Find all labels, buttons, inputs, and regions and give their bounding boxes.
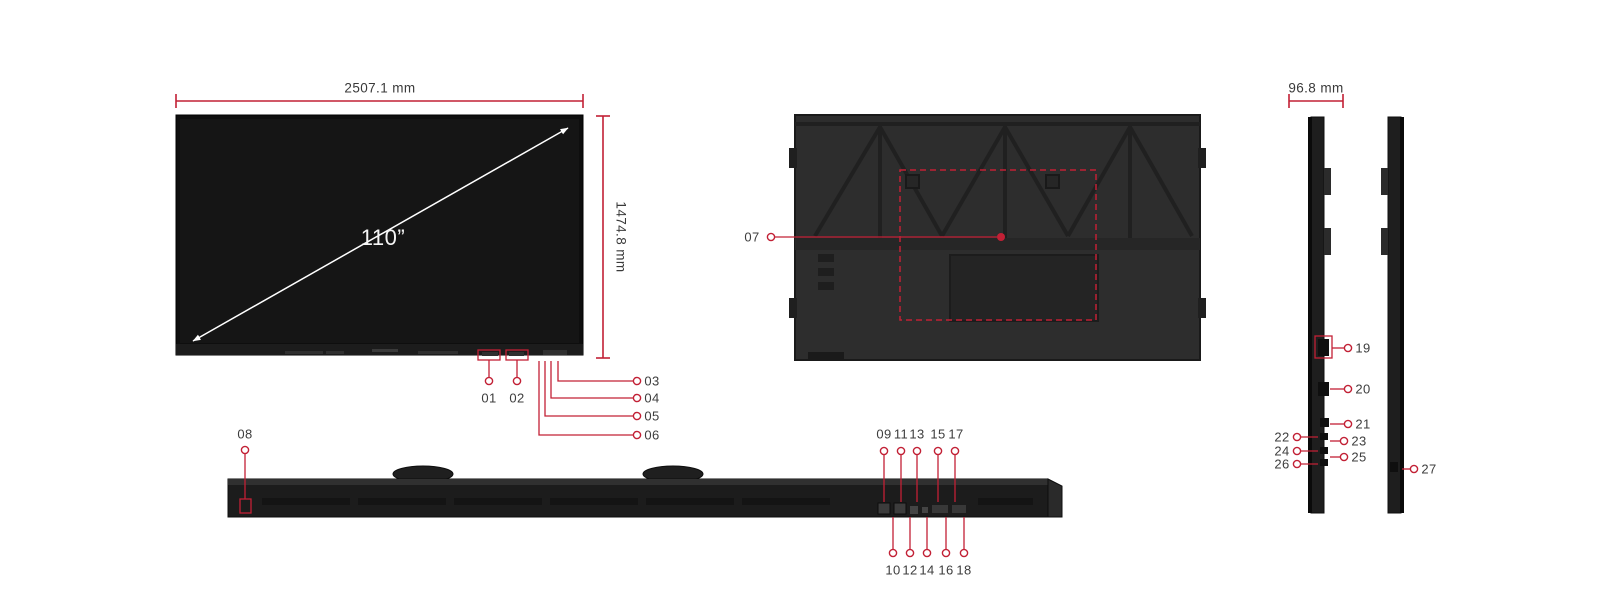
callout-label-05: 05 (644, 408, 660, 424)
callout-label-15: 15 (930, 426, 946, 442)
callout-label-16: 16 (938, 562, 954, 578)
callout-label-04: 04 (644, 390, 660, 406)
callout-label-20: 20 (1355, 381, 1371, 397)
height-dimension-line (596, 115, 610, 359)
height-dimension-label: 1474.8 mm (613, 201, 629, 273)
callout-label-18: 18 (956, 562, 972, 578)
callout-label-09: 09 (876, 426, 892, 442)
callout-label-01: 01 (481, 390, 497, 406)
callout-label-17: 17 (948, 426, 964, 442)
callout-label-06: 06 (644, 427, 660, 443)
callout-label-23: 23 (1351, 433, 1367, 449)
side-view-left (1308, 116, 1331, 514)
width-dimension-line (175, 94, 584, 108)
callout-leaders (239, 236, 1410, 549)
callout-label-19: 19 (1355, 340, 1371, 356)
callout-label-27: 27 (1421, 461, 1437, 477)
callout-label-07: 07 (744, 229, 760, 245)
callout-label-08: 08 (237, 426, 253, 442)
diagonal-size-arrow (192, 127, 569, 342)
bottom-view (227, 465, 1063, 518)
callout-label-14: 14 (919, 562, 935, 578)
callout-label-13: 13 (909, 426, 925, 442)
callout-label-22: 22 (1274, 429, 1290, 445)
width-dimension-label: 2507.1 mm (344, 80, 416, 96)
side-view-right (1381, 116, 1404, 514)
callout-circles (240, 232, 1419, 558)
callout-label-24: 24 (1274, 443, 1290, 459)
callout-label-02: 02 (509, 390, 525, 406)
callout-label-26: 26 (1274, 456, 1290, 472)
callout-label-03: 03 (644, 373, 660, 389)
callout-label-21: 21 (1355, 416, 1371, 432)
diagonal-size-label: 110” (360, 225, 406, 250)
depth-dimension-label: 96.8 mm (1288, 80, 1344, 96)
callout-label-25: 25 (1351, 449, 1367, 465)
depth-dimension-line (1288, 94, 1344, 108)
callout-label-12: 12 (902, 562, 918, 578)
callout-label-10: 10 (885, 562, 901, 578)
vesa-area-dashed-box (899, 169, 1097, 321)
callout-label-11: 11 (893, 426, 909, 442)
